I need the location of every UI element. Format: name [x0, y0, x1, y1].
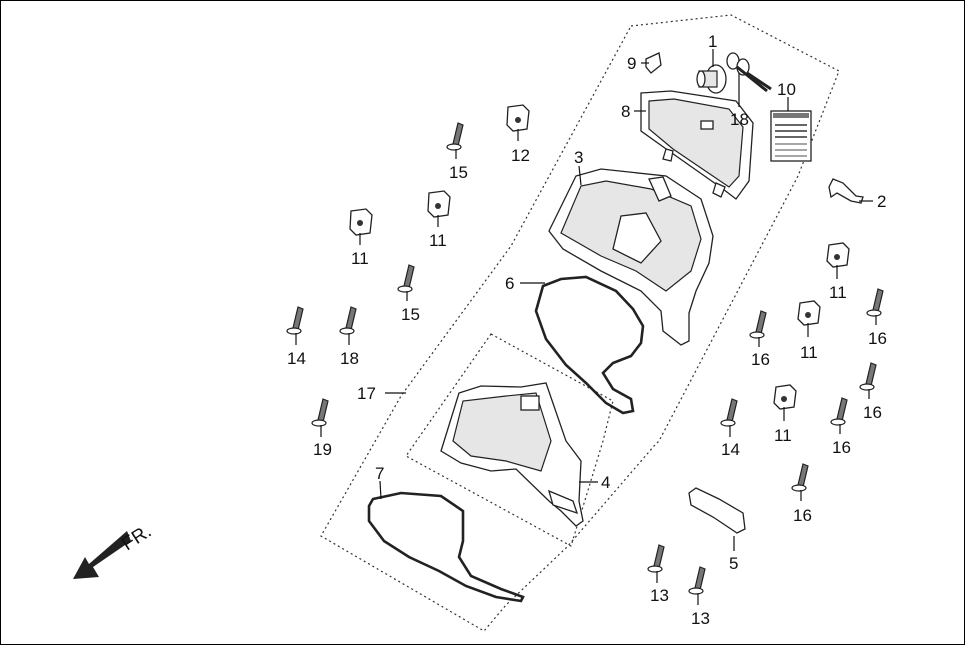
callout-16e: 16 [793, 506, 812, 525]
callout-19: 19 [313, 440, 332, 459]
callout-labels: 1 2 3 4 5 6 7 8 9 10 11 11 11 11 11 12 1… [287, 32, 887, 628]
callout-16c: 16 [863, 403, 882, 422]
gasket-seal [534, 275, 645, 415]
callout-16d: 16 [832, 438, 851, 457]
callout-11a: 11 [429, 231, 447, 250]
bracket-clip [828, 178, 864, 204]
front-direction-arrow [73, 531, 131, 579]
lock-assembly [696, 64, 727, 94]
callout-3: 3 [574, 148, 583, 167]
callout-4: 4 [601, 473, 610, 492]
callout-10: 10 [777, 80, 796, 99]
callout-1: 1 [708, 32, 717, 51]
callout-6: 6 [505, 274, 514, 293]
callout-11d: 11 [800, 343, 818, 362]
lower-box-part [440, 382, 584, 527]
screw-parts [286, 122, 884, 595]
callout-14a: 14 [287, 349, 306, 368]
callout-16b: 16 [868, 329, 887, 348]
callout-8: 8 [621, 102, 630, 121]
callout-18b: 18 [340, 349, 359, 368]
callout-5: 5 [729, 554, 738, 573]
callout-17: 17 [357, 384, 376, 403]
clip-nut-parts [349, 104, 850, 410]
front-direction-label: FR. [118, 521, 155, 555]
callout-15b: 15 [401, 305, 420, 324]
clip-part-9 [645, 52, 662, 74]
leader-lines [295, 49, 877, 605]
callout-2: 2 [877, 192, 886, 211]
label-sticker [770, 110, 812, 162]
callout-11e: 11 [774, 426, 792, 445]
callout-12: 12 [511, 146, 530, 165]
callout-15a: 15 [449, 163, 468, 182]
mounting-plate [688, 487, 746, 534]
callout-14b: 14 [721, 440, 740, 459]
key-set [726, 52, 772, 93]
callout-13a: 13 [650, 586, 669, 605]
lid-part [640, 90, 754, 200]
callout-7: 7 [375, 464, 384, 483]
callout-18a: 18 [730, 110, 749, 129]
callout-9: 9 [627, 54, 636, 73]
callout-13b: 13 [691, 609, 710, 628]
seal-strip [367, 491, 525, 603]
callout-11c: 11 [829, 283, 847, 302]
callout-16a: 16 [751, 350, 770, 369]
callout-11b: 11 [351, 249, 369, 268]
inner-box-part [548, 168, 714, 346]
